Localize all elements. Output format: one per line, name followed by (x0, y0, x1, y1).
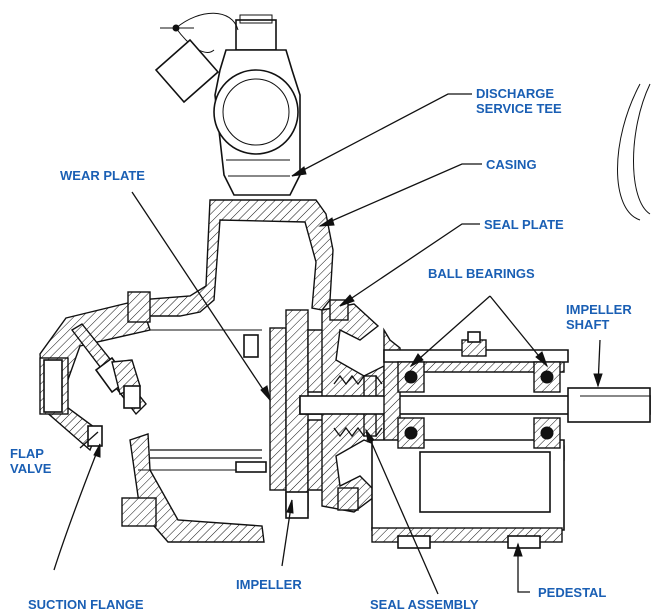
discharge-service-tee-drawing (154, 12, 301, 196)
label-suction-flange: SUCTION FLANGE (28, 597, 144, 612)
label-impeller: IMPELLER (236, 577, 302, 592)
label-wear-plate: WEAR PLATE (60, 168, 145, 183)
label-ball-bearings: BALL BEARINGS (428, 266, 535, 281)
label-discharge-service-tee: DISCHARGE SERVICE TEE (476, 86, 562, 116)
leader-lines (53, 93, 603, 595)
pedestal-drawing (371, 83, 651, 549)
label-impeller-shaft: IMPELLER SHAFT (566, 302, 632, 332)
label-seal-assembly: SEAL ASSEMBLY (370, 597, 479, 612)
label-flap-valve: FLAP VALVE (10, 446, 52, 476)
label-pedestal: PEDESTAL (538, 585, 607, 600)
label-seal-plate: SEAL PLATE (484, 217, 564, 232)
label-casing: CASING (486, 157, 537, 172)
suction-flange-drawing (39, 323, 147, 447)
